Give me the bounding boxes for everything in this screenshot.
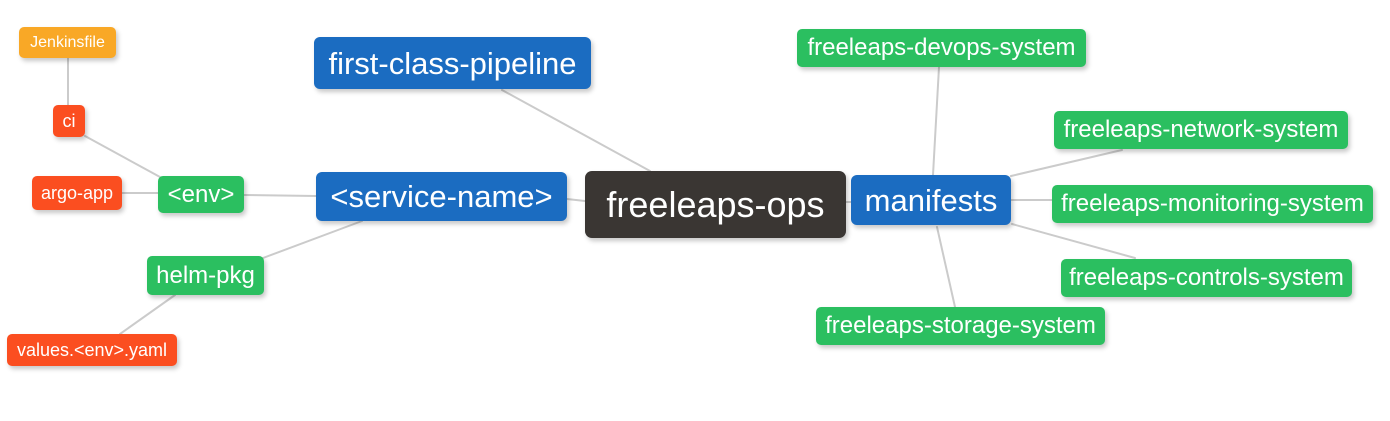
node-service-name[interactable]: <service-name> xyxy=(316,172,567,221)
node-freeleaps-devops-system[interactable]: freeleaps-devops-system xyxy=(797,29,1086,67)
node-freeleaps-storage-system[interactable]: freeleaps-storage-system xyxy=(816,307,1105,345)
edge-first-class-pipeline--freeleaps-ops xyxy=(501,89,651,172)
node-argo-app[interactable]: argo-app xyxy=(32,176,122,210)
node-freeleaps-ops[interactable]: freeleaps-ops xyxy=(585,171,846,238)
node-values-env-yaml[interactable]: values.<env>.yaml xyxy=(7,334,177,366)
edge-manifests--freeleaps-storage-system xyxy=(936,226,956,308)
edge-manifests--freeleaps-controls-system xyxy=(1011,223,1136,259)
edge-ci--env xyxy=(84,135,161,178)
node-manifests[interactable]: manifests xyxy=(851,175,1011,225)
node-first-class-pipeline[interactable]: first-class-pipeline xyxy=(314,37,591,89)
edge-env--service-name xyxy=(243,194,317,197)
node-jenkinsfile[interactable]: Jenkinsfile xyxy=(19,27,116,58)
edge-manifests--freeleaps-network-system xyxy=(1010,149,1123,177)
edge-manifests--freeleaps-devops-system xyxy=(932,66,940,176)
edge-service-name--helm-pkg xyxy=(262,220,363,259)
edge-helm-pkg--values-env-yaml xyxy=(119,294,176,335)
node-freeleaps-controls-system[interactable]: freeleaps-controls-system xyxy=(1061,259,1352,297)
node-helm-pkg[interactable]: helm-pkg xyxy=(147,256,264,295)
node-freeleaps-network-system[interactable]: freeleaps-network-system xyxy=(1054,111,1348,149)
node-freeleaps-monitoring-system[interactable]: freeleaps-monitoring-system xyxy=(1052,185,1373,223)
node-ci[interactable]: ci xyxy=(53,105,85,137)
node-env[interactable]: <env> xyxy=(158,176,244,213)
edge-service-name--freeleaps-ops xyxy=(566,198,586,202)
